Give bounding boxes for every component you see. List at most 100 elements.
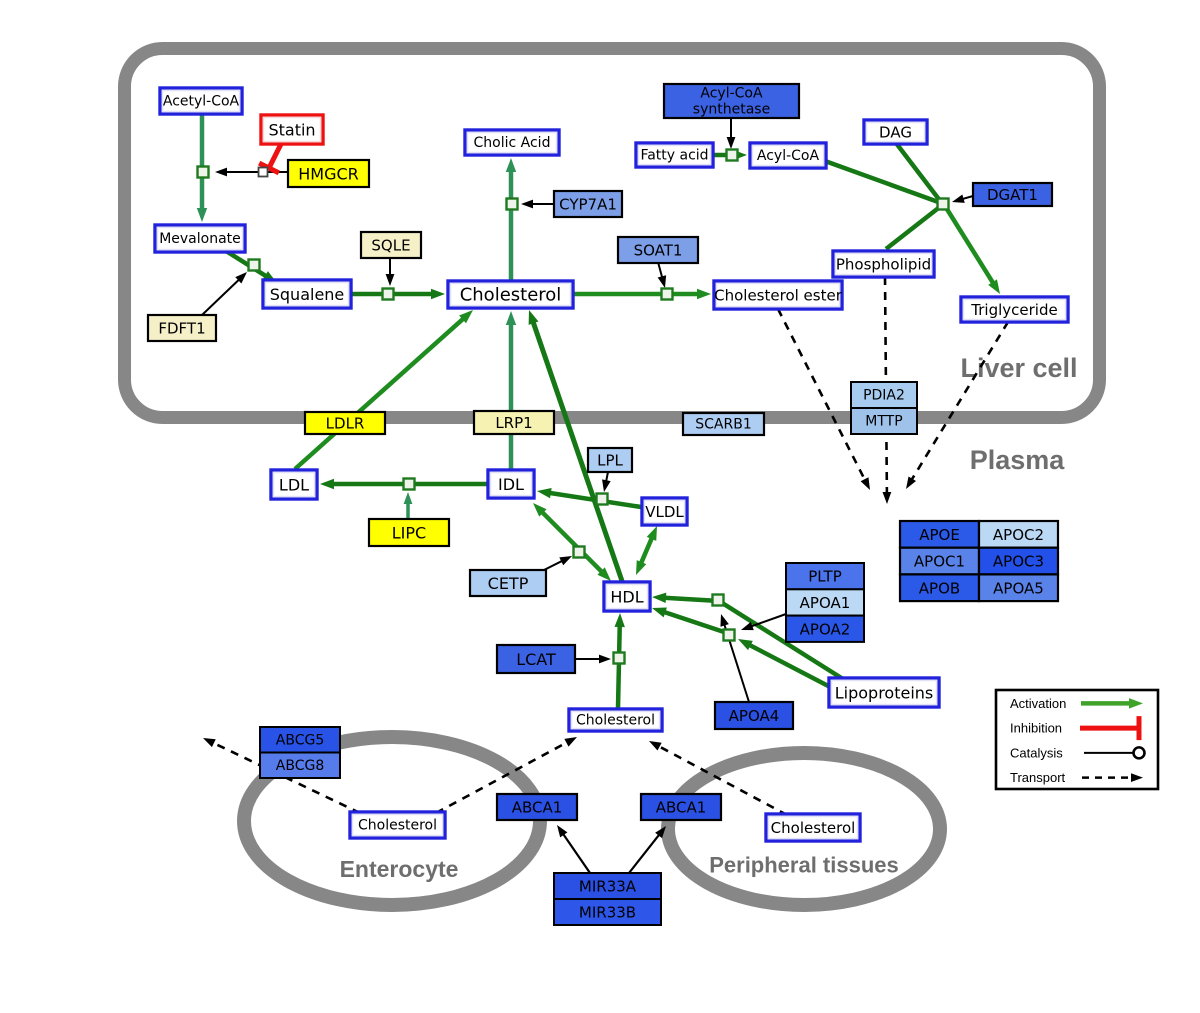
svg-text:LDL: LDL (279, 476, 309, 495)
node-scarb1[interactable]: SCARB1 (681, 411, 766, 437)
edge-dgat1node-triglyceride (943, 204, 1000, 294)
node-lpl[interactable]: LPL (586, 446, 634, 474)
edge-mir33-abca1right (628, 826, 666, 874)
node-cholesterol-plasma[interactable]: Cholesterol (567, 707, 664, 733)
edge-anchor[interactable] (196, 165, 210, 179)
edge-anchor[interactable] (595, 492, 609, 506)
node-squalene[interactable]: Squalene (261, 278, 353, 310)
node-pltp[interactable]: PLTP (785, 562, 865, 591)
node-lipoproteins[interactable]: Lipoproteins (827, 676, 941, 709)
node-mevalonate[interactable]: Mevalonate (153, 223, 247, 254)
edge-acylcoa-dgat1node (824, 158, 942, 206)
node-dag[interactable]: DAG (862, 118, 929, 146)
edge-anchor[interactable] (381, 287, 395, 301)
svg-text:LRP1: LRP1 (495, 414, 532, 432)
edge-fdft1-catalysis (201, 272, 247, 316)
node-statin[interactable]: Statin (259, 113, 325, 146)
node-apoa4[interactable]: APOA4 (713, 700, 795, 731)
edge-cholesterol-cholesterolester (573, 288, 711, 300)
node-cholic-acid[interactable]: Cholic Acid (463, 128, 561, 157)
node-ldl[interactable]: LDL (269, 468, 319, 501)
edge-anchor[interactable] (402, 477, 416, 491)
svg-text:LIPC: LIPC (392, 524, 426, 543)
node-fdft1[interactable]: FDFT1 (146, 313, 218, 343)
peripheral-tissues-membrane (661, 746, 947, 912)
node-idl[interactable]: IDL (486, 468, 536, 500)
node-vldl[interactable]: VLDL (640, 496, 689, 527)
edge-anchor[interactable] (257, 166, 269, 178)
node-mir33b[interactable]: MIR33B (553, 898, 662, 926)
node-cholesterol-ester[interactable]: Cholesterol ester (712, 279, 844, 311)
node-apoa1[interactable]: APOA1 (785, 588, 865, 617)
svg-text:CYP7A1: CYP7A1 (559, 196, 617, 214)
edge-anchor[interactable] (722, 628, 736, 642)
node-apoc3[interactable]: APOC3 (977, 546, 1060, 576)
node-cetp[interactable]: CETP (468, 568, 548, 598)
node-phospholipid[interactable]: Phospholipid (831, 249, 936, 279)
node-hdl[interactable]: HDL (602, 580, 652, 613)
node-apoc1[interactable]: APOC1 (898, 546, 981, 576)
node-lipc[interactable]: LIPC (367, 517, 451, 548)
edge-mir33-abca1left (557, 825, 591, 874)
node-fatty-acid[interactable]: Fatty acid (634, 141, 715, 169)
svg-text:Cholesterol: Cholesterol (358, 818, 437, 834)
edge-anchor[interactable] (572, 545, 586, 559)
edge-anchor[interactable] (505, 197, 519, 211)
svg-text:SQLE: SQLE (371, 237, 410, 255)
node-cholesterol-peripheral[interactable]: Cholesterol (764, 812, 862, 843)
node-mttp[interactable]: MTTP (850, 407, 918, 435)
legend-symbol-inhibition (1080, 716, 1142, 741)
node-abca1-left[interactable]: ABCA1 (495, 792, 579, 822)
edge-anchor[interactable] (711, 593, 725, 607)
legend-label-transport: Transport (1010, 770, 1066, 785)
node-cholesterol-liver[interactable]: Cholesterol (446, 279, 575, 310)
node-pdia2[interactable]: PDIA2 (850, 381, 918, 409)
legend-symbol-transport (1082, 773, 1143, 783)
svg-text:FDFT1: FDFT1 (158, 320, 205, 338)
node-dgat1[interactable]: DGAT1 (971, 181, 1054, 208)
svg-text:ABCG5: ABCG5 (276, 732, 324, 748)
svg-text:HMGCR: HMGCR (298, 165, 359, 184)
edge-anchor[interactable] (612, 651, 626, 665)
svg-text:APOA4: APOA4 (729, 707, 780, 725)
svg-text:IDL: IDL (498, 475, 524, 494)
node-hmgcr[interactable]: HMGCR (286, 158, 371, 189)
edge-anchor[interactable] (660, 287, 674, 301)
legend-symbol-activation (1081, 698, 1143, 709)
svg-text:HDL: HDL (610, 588, 643, 607)
edge-anchor[interactable] (247, 258, 261, 272)
legend-symbol-catalysis (1084, 746, 1146, 760)
node-cholesterol-enterocyte[interactable]: Cholesterol (348, 810, 447, 840)
edge-lcat-catalysis (576, 654, 611, 664)
node-abca1-right[interactable]: ABCA1 (639, 792, 723, 822)
edge-anchor[interactable] (725, 148, 739, 162)
node-abcg8[interactable]: ABCG8 (259, 751, 341, 779)
node-soat1[interactable]: SOAT1 (616, 235, 700, 265)
node-lrp1[interactable]: LRP1 (472, 409, 556, 436)
node-apoc2[interactable]: APOC2 (977, 519, 1060, 549)
node-ldlr[interactable]: LDLR (303, 410, 387, 436)
node-triglyceride[interactable]: Triglyceride (959, 295, 1070, 324)
edge-dgat1node-phospholipid (884, 204, 943, 251)
svg-text:APOC3: APOC3 (993, 553, 1044, 571)
liver-cell-membrane (118, 42, 1106, 424)
edge-anchor[interactable] (936, 197, 950, 211)
svg-text:DAG: DAG (879, 124, 912, 142)
node-apob[interactable]: APOB (898, 573, 981, 603)
node-sqle[interactable]: SQLE (359, 230, 423, 260)
node-apoa5[interactable]: APOA5 (977, 573, 1060, 603)
node-mir33a[interactable]: MIR33A (553, 872, 662, 900)
node-abcg5[interactable]: ABCG5 (259, 726, 341, 754)
node-acyl-coa[interactable]: Acyl-CoA (748, 141, 828, 170)
node-acetyl-coa[interactable]: Acetyl-CoA (158, 86, 244, 116)
edge-triglyceride-transport (906, 321, 1010, 489)
node-apoe[interactable]: APOE (898, 519, 981, 549)
svg-text:LDLR: LDLR (326, 415, 365, 433)
node-lcat[interactable]: LCAT (495, 643, 577, 675)
node-cyp7a1[interactable]: CYP7A1 (552, 189, 624, 219)
node-apoa2[interactable]: APOA2 (785, 614, 865, 643)
